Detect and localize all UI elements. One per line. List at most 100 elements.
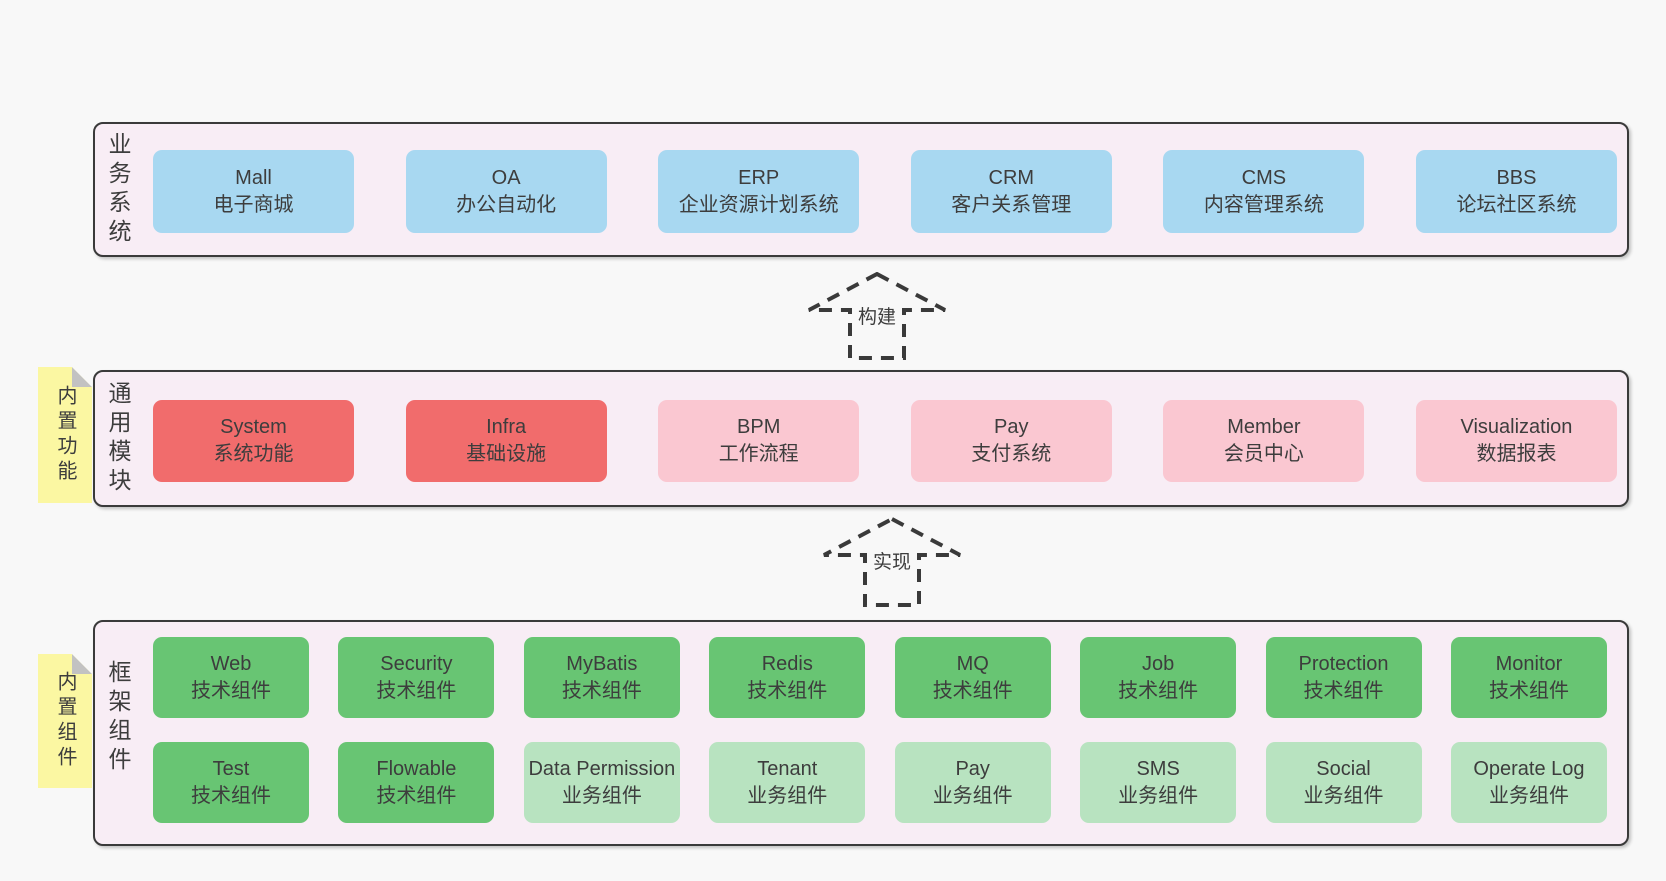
node-title: CRM <box>988 166 1035 189</box>
node-subtitle: 技术组件 <box>191 784 271 807</box>
node-title: CMS <box>1241 166 1287 189</box>
node-subtitle: 技术组件 <box>561 679 642 702</box>
node-title: Pay <box>994 416 1029 438</box>
node-protection: Protection 技术组件 <box>1265 637 1422 718</box>
node-title: Social <box>1316 757 1371 780</box>
node-subtitle: 客户关系管理 <box>951 193 1072 216</box>
node-subtitle: 技术组件 <box>932 679 1013 702</box>
node-subtitle: 技术组件 <box>1488 679 1569 702</box>
panel-label-business-systems: 业务系统 <box>105 131 131 248</box>
node-subtitle: 业务组件 <box>561 784 642 807</box>
node-subtitle: 业务组件 <box>1488 784 1569 807</box>
node-subtitle: 支付系统 <box>971 443 1052 465</box>
node-subtitle: 工作流程 <box>718 443 799 465</box>
node-security: Security 技术组件 <box>338 637 495 718</box>
node-subtitle: 业务组件 <box>1118 784 1199 807</box>
arrow-implement: 实现 <box>822 517 962 607</box>
node-cms: CMS 内容管理系统 <box>1163 150 1365 233</box>
arrow-implement-label: 实现 <box>868 547 916 574</box>
node-tenant: Tenant 业务组件 <box>709 742 866 823</box>
node-title: MQ <box>956 652 989 675</box>
node-bpm: BPM 工作流程 <box>658 400 860 482</box>
node-social: Social 业务组件 <box>1265 742 1422 823</box>
node-subtitle: 技术组件 <box>191 679 271 702</box>
node-member: Member 会员中心 <box>1163 400 1365 482</box>
node-redis: Redis 技术组件 <box>709 637 866 718</box>
node-title: Security <box>380 652 453 675</box>
node-visualization: Visualization 数据报表 <box>1415 400 1617 482</box>
node-title: Operate Log <box>1473 757 1585 780</box>
node-title: Monitor <box>1495 652 1563 675</box>
node-sms: SMS 业务组件 <box>1080 742 1237 823</box>
node-subtitle: 会员中心 <box>1223 443 1304 465</box>
node-title: MyBatis <box>566 652 638 675</box>
node-oa: OA 办公自动化 <box>405 150 607 233</box>
node-web: Web 技术组件 <box>153 637 309 718</box>
node-bbs: BBS 论坛社区系统 <box>1415 150 1617 233</box>
node-title: Pay <box>955 757 990 780</box>
sticky-builtin-features: 内置功能 <box>38 367 92 503</box>
node-subtitle: 企业资源计划系统 <box>678 193 839 216</box>
node-subtitle: 技术组件 <box>1303 679 1384 702</box>
node-title: Visualization <box>1460 416 1573 438</box>
node-subtitle: 技术组件 <box>376 679 457 702</box>
sticky-label: 内置组件 <box>54 671 76 771</box>
node-subtitle: 业务组件 <box>747 784 828 807</box>
node-title: Redis <box>761 652 813 675</box>
sticky-fold-icon <box>72 654 92 674</box>
sticky-builtin-components: 内置组件 <box>38 654 92 788</box>
node-title: Test <box>212 757 250 780</box>
node-crm: CRM 客户关系管理 <box>910 150 1112 233</box>
panel-framework-components: 框架组件 Web 技术组件 Security 技术组件 MyBatis 技术组件… <box>93 620 1629 846</box>
panel-common-modules: 通用模块 System 系统功能 Infra 基础设施 BPM 工作流程 Pay… <box>93 370 1629 507</box>
node-monitor: Monitor 技术组件 <box>1450 637 1607 718</box>
node-pay-component: Pay 业务组件 <box>894 742 1051 823</box>
node-flowable: Flowable 技术组件 <box>338 742 495 823</box>
node-title: SMS <box>1136 757 1180 780</box>
node-mall: Mall 电子商城 <box>153 150 354 233</box>
sticky-fold-icon <box>72 367 92 387</box>
node-erp: ERP 企业资源计划系统 <box>658 150 860 233</box>
node-subtitle: 业务组件 <box>1303 784 1384 807</box>
node-title: System <box>220 416 287 438</box>
node-system: System 系统功能 <box>153 400 354 482</box>
node-title: Web <box>210 652 252 675</box>
node-pay-module: Pay 支付系统 <box>910 400 1112 482</box>
node-title: ERP <box>738 166 780 189</box>
node-title: Member <box>1227 416 1301 438</box>
node-title: BPM <box>737 416 781 438</box>
framework-components-row-1: Web 技术组件 Security 技术组件 MyBatis 技术组件 Redi… <box>153 637 1607 718</box>
node-subtitle: 基础设施 <box>466 443 547 465</box>
node-title: OA <box>491 166 521 189</box>
node-subtitle: 系统功能 <box>213 443 294 465</box>
node-subtitle: 技术组件 <box>376 784 457 807</box>
node-subtitle: 办公自动化 <box>456 193 557 216</box>
panel-label-common-modules: 通用模块 <box>105 380 131 497</box>
node-subtitle: 电子商城 <box>213 193 294 216</box>
node-title: Data Permission <box>528 757 676 780</box>
node-subtitle: 论坛社区系统 <box>1456 193 1577 216</box>
node-subtitle: 业务组件 <box>932 784 1013 807</box>
node-subtitle: 技术组件 <box>1118 679 1199 702</box>
arrow-build: 构建 <box>807 272 947 360</box>
node-title: BBS <box>1496 166 1537 189</box>
node-title: Flowable <box>376 757 457 780</box>
node-mq: MQ 技术组件 <box>894 637 1051 718</box>
panel-business-systems: 业务系统 Mall 电子商城 OA 办公自动化 ERP 企业资源计划系统 CRM… <box>93 122 1629 257</box>
node-title: Tenant <box>757 757 818 780</box>
node-subtitle: 数据报表 <box>1476 443 1557 465</box>
node-title: Protection <box>1298 652 1389 675</box>
panel-label-framework-components: 框架组件 <box>105 660 131 776</box>
node-infra: Infra 基础设施 <box>405 400 607 482</box>
node-title: Infra <box>486 416 527 438</box>
common-modules-row: System 系统功能 Infra 基础设施 BPM 工作流程 Pay 支付系统… <box>153 400 1617 482</box>
node-mybatis: MyBatis 技术组件 <box>523 637 680 718</box>
node-operate-log: Operate Log 业务组件 <box>1450 742 1607 823</box>
node-test: Test 技术组件 <box>153 742 309 823</box>
sticky-label: 内置功能 <box>54 385 76 485</box>
node-title: Job <box>1141 652 1175 675</box>
node-data-permission: Data Permission 业务组件 <box>523 742 680 823</box>
node-job: Job 技术组件 <box>1080 637 1237 718</box>
node-subtitle: 技术组件 <box>747 679 828 702</box>
